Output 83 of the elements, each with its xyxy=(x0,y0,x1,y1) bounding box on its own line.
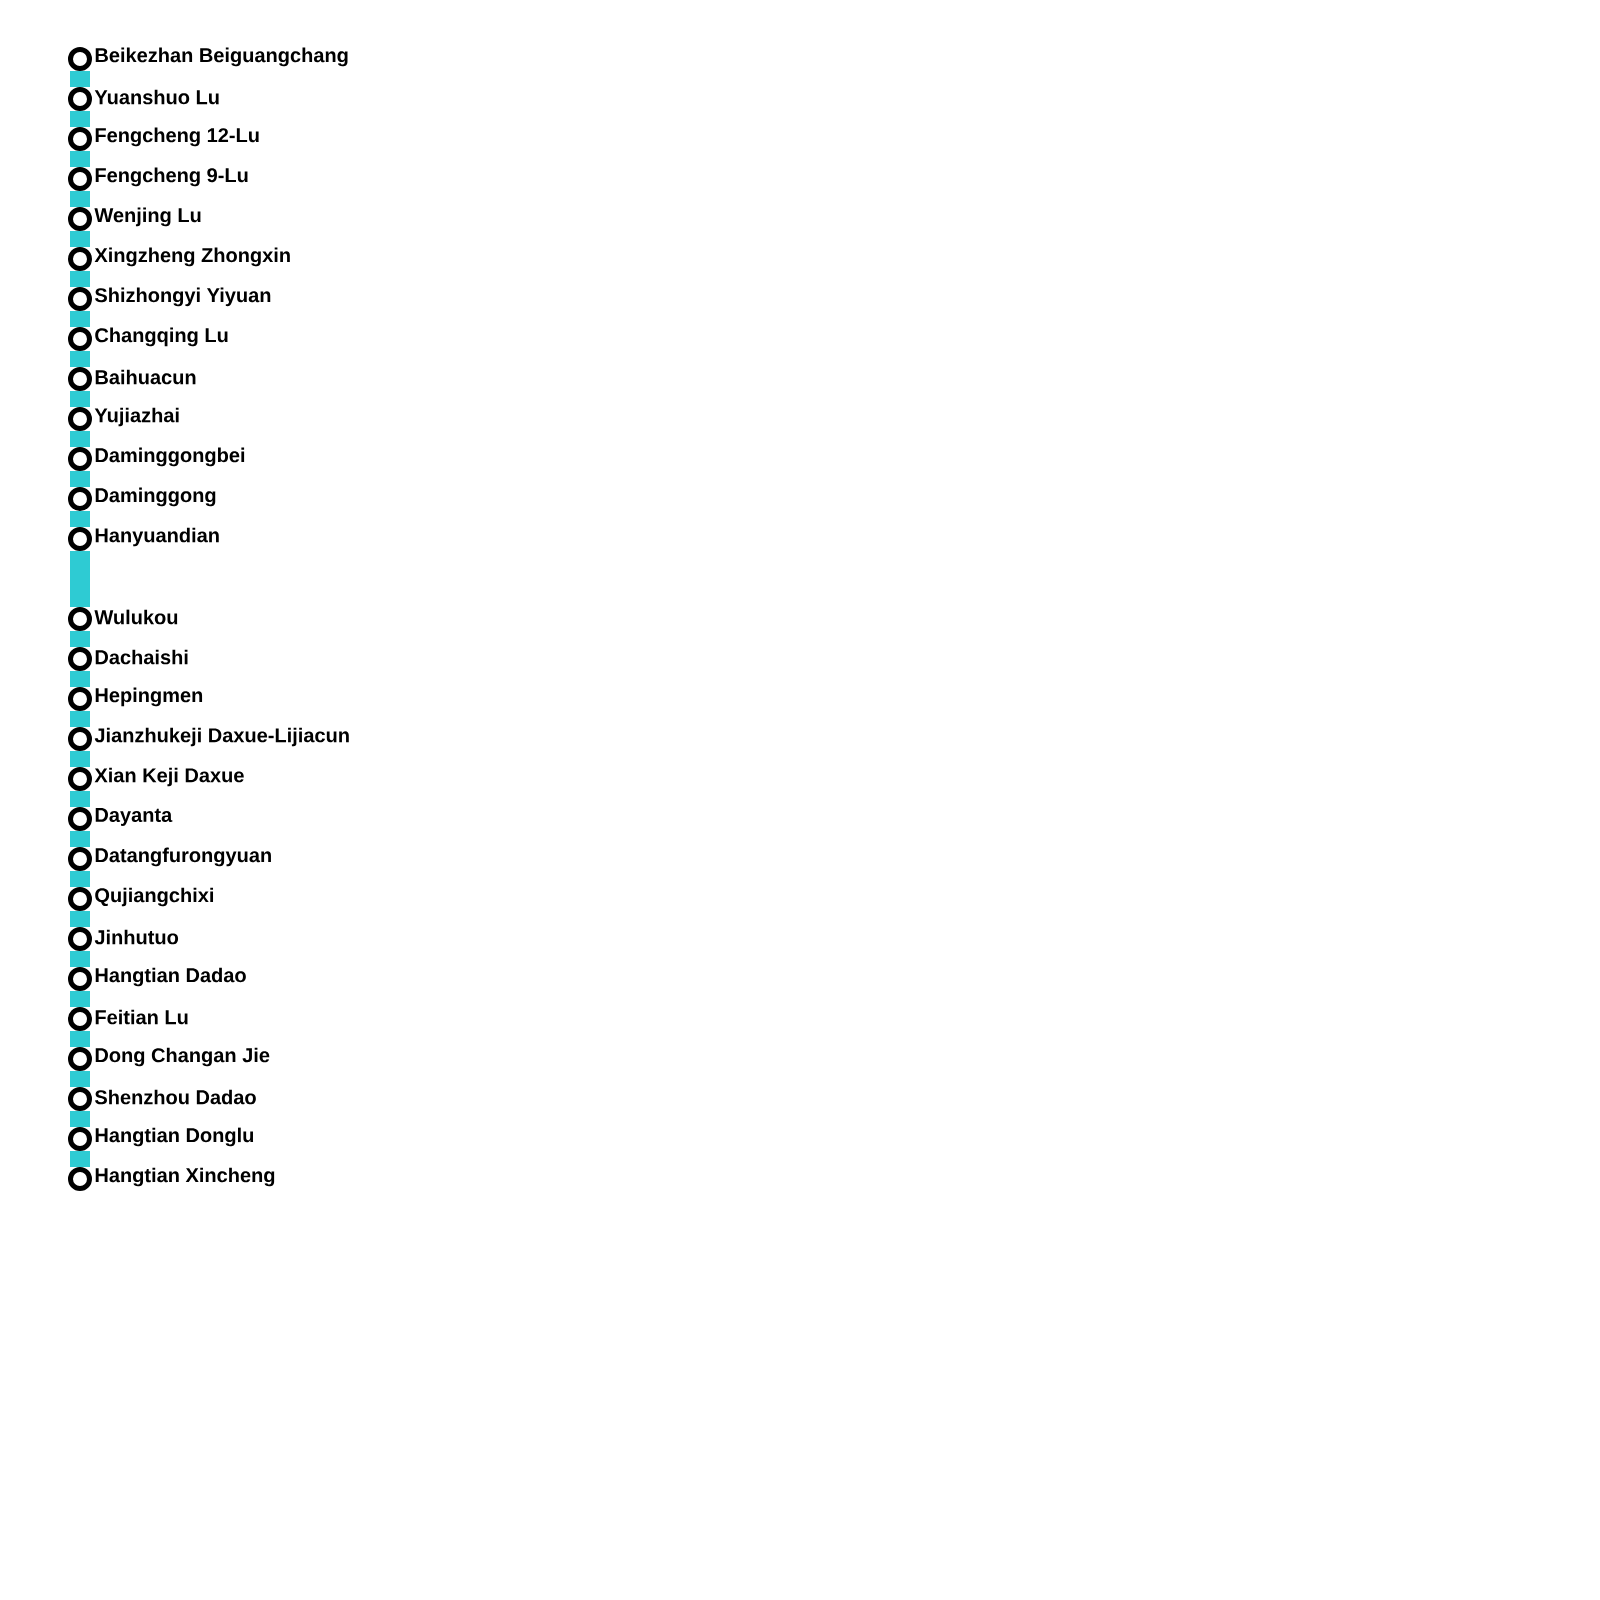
station: Yujiazhai xyxy=(68,407,179,431)
station: Hanyuandian xyxy=(68,527,219,551)
line-segment xyxy=(70,311,90,327)
station: Dong Changan Jie xyxy=(68,1047,270,1071)
node-label: Changqing Lu xyxy=(95,327,228,347)
station: Dachaishi xyxy=(68,647,188,671)
station: Jinhutuo xyxy=(68,927,179,951)
line-segment xyxy=(70,631,90,647)
node-label: Beikezhan Beiguangchang xyxy=(95,47,348,67)
line-segment xyxy=(70,191,90,207)
line-segment xyxy=(70,951,90,967)
line-segment xyxy=(70,151,90,167)
line-segment xyxy=(70,1111,90,1127)
line-segment xyxy=(70,1071,90,1087)
line-segment xyxy=(70,111,90,127)
line-segment xyxy=(70,551,90,607)
line-segment xyxy=(70,1031,90,1047)
node-label: Shenzhou Dadao xyxy=(94,1089,256,1105)
node-label: Qujiangchixi xyxy=(95,887,214,907)
line-segment xyxy=(70,831,90,847)
node-label: Feitian Lu xyxy=(95,1009,188,1025)
station: Baihuacun xyxy=(68,367,196,391)
node-label: Hepingmen xyxy=(95,687,203,707)
station: Yuanshuo Lu xyxy=(68,87,219,111)
line-segment xyxy=(70,991,90,1007)
node-label: Xian Keji Daxue xyxy=(94,767,244,787)
station: Qujiangchixi xyxy=(68,887,213,911)
station: Beikezhan Beiguangchang xyxy=(68,46,348,71)
node-label: Yujiazhai xyxy=(94,407,179,427)
node-label: Dachaishi xyxy=(95,649,188,665)
node-label: Hangtian Donglu xyxy=(95,1127,254,1147)
node-label: Fengcheng 12-Lu xyxy=(95,127,259,147)
station: Hangtian Donglu xyxy=(68,1127,254,1151)
station: Daminggongbei xyxy=(68,447,245,471)
station: Feitian Lu xyxy=(68,1007,188,1031)
node-label: Yuanshuo Lu xyxy=(94,89,219,105)
node-label: Jinhutuo xyxy=(94,929,179,945)
node-label: Dayanta xyxy=(95,808,173,826)
station: Hangtian Xincheng xyxy=(68,1167,275,1191)
node-label: Hanyuandian xyxy=(95,527,219,547)
station: Shizhongyi Yiyuan xyxy=(68,287,271,311)
node-label: Daminggongbei xyxy=(95,447,245,467)
node-label: Fengcheng 9-Lu xyxy=(95,167,248,187)
node-label: Datangfurongyuan xyxy=(95,847,271,867)
line-segment xyxy=(70,751,90,767)
line-segment xyxy=(70,271,90,287)
node-label: Wulukou xyxy=(94,609,178,625)
line-segment xyxy=(70,911,90,927)
line-segment xyxy=(70,231,90,247)
station: Dayanta xyxy=(68,807,173,831)
station: Hepingmen xyxy=(68,687,203,711)
line-segment xyxy=(70,511,90,527)
node-label: Hangtian Dadao xyxy=(95,967,246,987)
station: Jianzhukeji Daxue-Lijiacun xyxy=(68,727,349,751)
station: Wenjing Lu xyxy=(68,207,201,231)
node-label: Daminggong xyxy=(95,487,216,507)
node-label: Xingzheng Zhongxin xyxy=(94,247,290,267)
line-segment xyxy=(70,351,90,367)
node-label: Jianzhukeji Daxue-Lijiacun xyxy=(94,727,349,747)
node-label: Baihuacun xyxy=(95,369,196,385)
node-label: Hangtian Xincheng xyxy=(95,1167,275,1187)
station: Fengcheng 9-Lu xyxy=(68,167,248,191)
station: Fengcheng 12-Lu xyxy=(68,126,259,151)
line-segment xyxy=(70,711,90,727)
station: Shenzhou Dadao xyxy=(68,1087,256,1111)
station: Daminggong xyxy=(68,487,216,511)
line-segment xyxy=(70,671,90,687)
line-segment xyxy=(70,791,90,807)
line-segment xyxy=(70,471,90,487)
station: Wulukou xyxy=(68,607,178,631)
line-segment xyxy=(70,391,90,407)
node-label: Wenjing Lu xyxy=(94,207,201,227)
station: Xingzheng Zhongxin xyxy=(68,247,290,271)
line-segment xyxy=(70,871,90,887)
node-label: Shizhongyi Yiyuan xyxy=(94,287,271,307)
station: Datangfurongyuan xyxy=(68,847,271,871)
station: Hangtian Dadao xyxy=(68,967,246,991)
station: Changqing Lu xyxy=(68,327,228,351)
line-segment xyxy=(70,431,90,447)
line-segment xyxy=(70,71,90,87)
node-label: Dong Changan Jie xyxy=(95,1047,270,1067)
station: Xian Keji Daxue xyxy=(68,767,244,791)
line-segment xyxy=(70,1151,90,1167)
